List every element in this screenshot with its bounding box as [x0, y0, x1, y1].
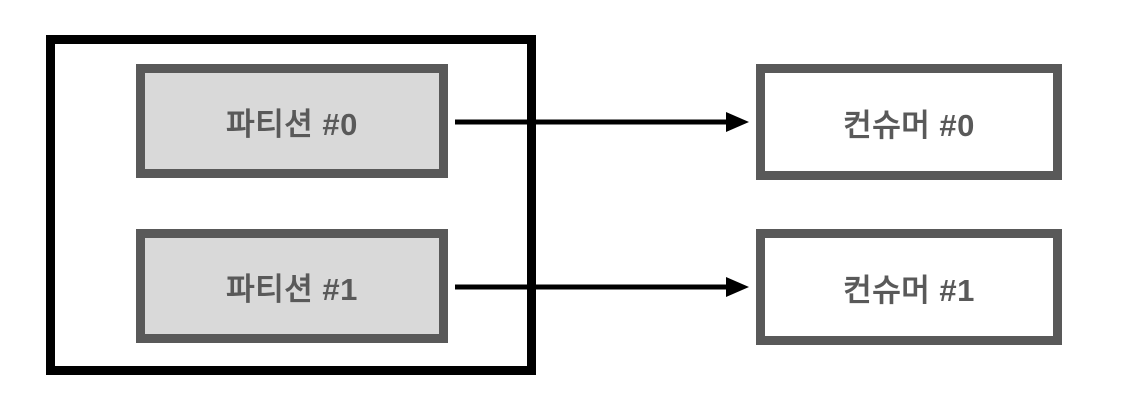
consumer-0-node: 컨슈머 #0	[756, 64, 1062, 180]
partition-1-label: 파티션 #1	[226, 271, 358, 307]
partition-group-box	[46, 35, 536, 375]
partition-1-node: 파티션 #1	[136, 229, 448, 343]
consumer-1-label: 컨슈머 #1	[843, 272, 975, 308]
consumer-0-label: 컨슈머 #0	[843, 107, 975, 143]
consumer-1-node: 컨슈머 #1	[756, 229, 1062, 345]
partition-0-label: 파티션 #0	[226, 106, 358, 142]
partition-0-node: 파티션 #0	[136, 64, 448, 178]
